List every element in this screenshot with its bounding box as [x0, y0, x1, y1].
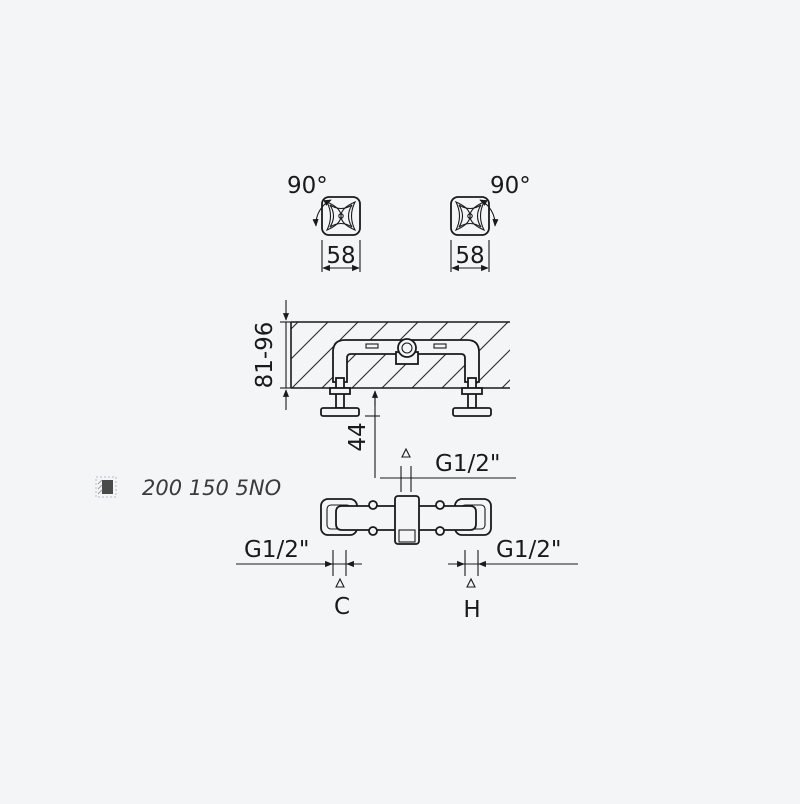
rotation-arrow-icon — [312, 199, 332, 227]
projection-dimension: 44 — [345, 422, 371, 451]
wall-box-icon — [95, 476, 117, 498]
right-rotation-label: 90° — [490, 173, 531, 199]
outlet-connection: G1/2" — [380, 447, 516, 492]
hot-inlet-size: G1/2" — [496, 537, 561, 563]
cold-inlet-size: G1/2" — [244, 537, 309, 563]
cold-label: C — [334, 594, 350, 620]
outlet-size-label: G1/2" — [435, 451, 500, 477]
outlet-triangle-icon — [401, 447, 411, 458]
left-handle: 90° 58 — [287, 173, 361, 272]
left-handle-width: 58 — [326, 243, 355, 269]
hot-inlet: G1/2" H — [448, 537, 578, 623]
hot-triangle-icon — [466, 577, 476, 588]
article-code: 200 150 5NO — [95, 476, 281, 500]
left-rotation-label: 90° — [287, 173, 328, 199]
wall-depth-dimension: 81-96 — [252, 322, 278, 389]
cold-inlet: G1/2" C — [236, 537, 362, 620]
rotation-arrow-icon — [479, 199, 499, 227]
right-handle-width: 58 — [455, 243, 484, 269]
article-code-text: 200 150 5NO — [142, 476, 281, 500]
hot-label: H — [463, 597, 480, 623]
right-handle: 90° 58 — [450, 173, 531, 272]
side-view: 81-96 44 — [252, 300, 510, 478]
cold-triangle-icon — [335, 577, 345, 588]
bottom-view — [320, 495, 492, 545]
wall-box-icon-fill — [102, 480, 113, 494]
